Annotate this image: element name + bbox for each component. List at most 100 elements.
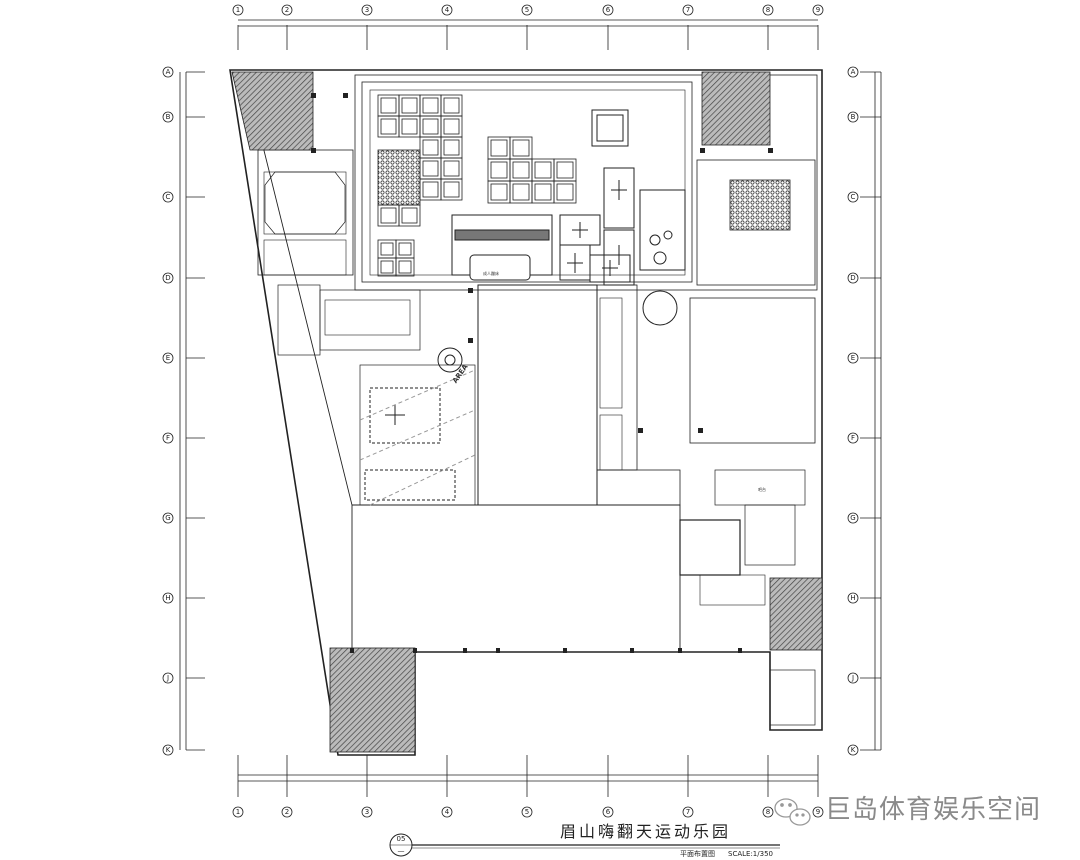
axis-bubble bbox=[232, 4, 244, 16]
axis-bubble bbox=[682, 4, 694, 16]
trampoline-cell-inner bbox=[422, 181, 439, 198]
column bbox=[700, 148, 705, 153]
axis-bubble bbox=[847, 672, 859, 684]
trampoline-cell-inner bbox=[398, 242, 412, 256]
axis-bubble bbox=[162, 272, 174, 284]
axis-bubble bbox=[361, 806, 373, 818]
axis-bubble bbox=[162, 66, 174, 78]
trampoline-cell-inner bbox=[443, 139, 460, 156]
room-label-bar: 吧台 bbox=[758, 486, 766, 492]
axis-bubble bbox=[361, 4, 373, 16]
axis-label-column: 4 bbox=[445, 6, 450, 14]
trampoline-cell-inner bbox=[380, 242, 394, 256]
trampoline-cell-inner bbox=[401, 97, 418, 114]
axis-label-column: 1 bbox=[236, 6, 240, 14]
column bbox=[630, 648, 634, 653]
column bbox=[563, 648, 567, 653]
watermark-text: 巨岛体育娱乐空间 bbox=[825, 795, 1042, 825]
trampoline-cell-inner bbox=[556, 161, 574, 179]
drawing-number: 05 bbox=[396, 835, 406, 843]
axis-label-row: H bbox=[165, 594, 170, 602]
axis-label-row: E bbox=[851, 354, 855, 362]
axis-label-column: 5 bbox=[525, 6, 529, 14]
axis-label-column: 1 bbox=[236, 808, 240, 816]
column bbox=[738, 648, 742, 653]
axis-bubble bbox=[847, 191, 859, 203]
axis-bubble bbox=[441, 4, 453, 16]
column bbox=[343, 93, 348, 98]
axis-bubble bbox=[162, 592, 174, 604]
trampoline-cell-inner bbox=[401, 207, 418, 224]
trampoline-cell-inner bbox=[512, 139, 530, 157]
trampoline-cell-inner bbox=[443, 97, 460, 114]
trampoline-cell bbox=[440, 178, 463, 201]
axis-label-column: 8 bbox=[766, 808, 770, 816]
trampoline-cell-inner bbox=[443, 118, 460, 135]
axis-bubble bbox=[847, 432, 859, 444]
axis-label-column: 2 bbox=[285, 808, 289, 816]
column bbox=[698, 428, 703, 433]
axis-label-row: B bbox=[166, 113, 171, 121]
axis-label-row: A bbox=[851, 68, 856, 76]
trampoline-cell-inner bbox=[534, 183, 552, 201]
axis-label-row: K bbox=[166, 746, 171, 754]
axis-label-column: 6 bbox=[606, 6, 611, 14]
axis-bubble bbox=[232, 806, 244, 818]
column bbox=[768, 148, 773, 153]
axis-label-row: D bbox=[850, 274, 855, 282]
axis-bubble bbox=[521, 806, 533, 818]
axis-label-row: J bbox=[851, 674, 854, 682]
drawing-subtitle: 平面布置图 bbox=[680, 850, 715, 858]
crosses bbox=[359, 109, 686, 506]
axis-label-row: E bbox=[166, 354, 170, 362]
axis-label-row: F bbox=[166, 434, 170, 442]
axis-label-row: G bbox=[850, 514, 855, 522]
axis-label-row: H bbox=[850, 594, 855, 602]
axis-label-column: 8 bbox=[766, 6, 770, 14]
column bbox=[463, 648, 467, 653]
trampoline-cell bbox=[398, 204, 421, 227]
axis-label-column: 9 bbox=[816, 808, 820, 816]
trampoline-cell-inner bbox=[512, 183, 530, 201]
axis-label-column: 6 bbox=[606, 808, 611, 816]
drawing-title: 眉山嗨翻天运动乐园 bbox=[560, 822, 732, 841]
room-labels: 成人蹦床 吧台 AREA bbox=[451, 270, 766, 492]
trampoline-cell-inner bbox=[490, 161, 508, 179]
trampoline-cell-inner bbox=[443, 160, 460, 177]
room-label-adult-trampoline: 成人蹦床 bbox=[483, 270, 499, 276]
axis-label-column: 5 bbox=[525, 808, 529, 816]
axis-bubble bbox=[847, 111, 859, 123]
axis-label-column: 2 bbox=[285, 6, 289, 14]
trampoline-cell-inner bbox=[422, 139, 439, 156]
axis-bubble bbox=[162, 111, 174, 123]
axis-bubble bbox=[847, 352, 859, 364]
axis-label-column: 7 bbox=[686, 808, 690, 816]
axis-label-column: 3 bbox=[365, 808, 369, 816]
trampoline-cell-inner bbox=[380, 118, 397, 135]
axis-bubble bbox=[682, 806, 694, 818]
trampoline-cell-inner bbox=[398, 260, 412, 274]
axis-label-row: J bbox=[166, 674, 169, 682]
axis-bubble bbox=[812, 806, 824, 818]
axis-bubble bbox=[847, 512, 859, 524]
column bbox=[413, 648, 417, 653]
axis-bubble bbox=[162, 744, 174, 756]
column bbox=[311, 93, 316, 98]
drawing-scale: SCALE:1/350 bbox=[728, 850, 773, 858]
axis-bubble bbox=[812, 4, 824, 16]
trampoline-cell-inner bbox=[490, 139, 508, 157]
trampoline-cell bbox=[553, 180, 577, 204]
axis-label-row: A bbox=[166, 68, 171, 76]
column bbox=[678, 648, 682, 653]
axis-label-column: 9 bbox=[816, 6, 820, 14]
trampoline-cell-inner bbox=[490, 183, 508, 201]
trampoline-cell-inner bbox=[443, 181, 460, 198]
axis-label-row: G bbox=[165, 514, 170, 522]
trampoline-cell-inner bbox=[401, 118, 418, 135]
axis-label-column: 4 bbox=[445, 808, 450, 816]
trampoline-cell-inner bbox=[422, 118, 439, 135]
axis-bubble bbox=[762, 806, 774, 818]
